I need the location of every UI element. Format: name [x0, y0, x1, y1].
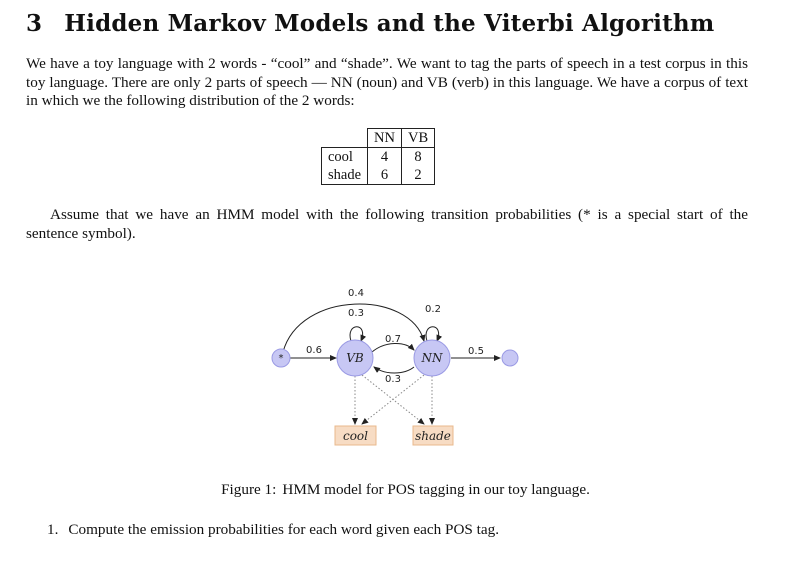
section-title: Hidden Markov Models and the Viterbi Alg… — [64, 10, 715, 37]
table-row-label: shade — [320, 166, 368, 185]
emission-nn-cool — [361, 374, 425, 425]
table-cell: 8 — [401, 147, 436, 166]
transition-paragraph: Assume that we have an HMM model with th… — [26, 206, 748, 242]
start-node-label: * — [279, 353, 284, 364]
edge-vb-self-loop — [349, 326, 367, 342]
prob-vb-self: 0.3 — [348, 308, 364, 319]
prob-start-to-vb: 0.6 — [306, 345, 322, 356]
table-row: shade 6 2 — [320, 166, 436, 185]
word-cool-label: cool — [343, 429, 368, 443]
figure-caption-text: HMM model for POS tagging in our toy lan… — [282, 481, 590, 498]
figure-caption-label: Figure 1: — [221, 481, 277, 498]
prob-nn-to-vb: 0.3 — [385, 374, 401, 385]
edge-nn-self-loop — [425, 326, 443, 342]
table-header-row: NN VB — [322, 128, 436, 148]
prob-nn-self: 0.2 — [425, 304, 441, 315]
edge-vb-to-nn — [371, 343, 415, 353]
table-cell: 4 — [367, 147, 402, 166]
nn-node — [413, 339, 451, 377]
question-index: 1. — [47, 521, 59, 538]
intro-paragraph: We have a toy language with 2 words - “c… — [26, 55, 748, 109]
edge-nn-to-vb — [373, 366, 415, 374]
table-row: cool 4 8 — [320, 147, 436, 166]
table-cell: 6 — [367, 166, 402, 185]
table-cell: 2 — [401, 166, 436, 185]
prob-start-to-nn: 0.4 — [348, 288, 364, 299]
table-header-cell: NN — [367, 128, 402, 148]
section-number: 3 — [26, 10, 43, 37]
word-shade-label: shade — [415, 429, 451, 443]
vb-node-label: VB — [346, 351, 364, 365]
question-text: Compute the emission probabilities for e… — [68, 521, 500, 538]
prob-vb-to-nn: 0.7 — [385, 334, 401, 345]
section-heading: 3 Hidden Markov Models and the Viterbi Al… — [26, 10, 714, 37]
distribution-table: NN VB cool 4 8 shade 6 2 — [320, 128, 436, 185]
table-row-label: cool — [320, 147, 368, 166]
figure-caption: Figure 1: HMM model for POS tagging in ou… — [0, 481, 811, 499]
start-node — [271, 348, 291, 368]
question-item: 1. Compute the emission probabilities for… — [47, 521, 499, 539]
table-header-cell: VB — [401, 128, 436, 148]
edge-start-to-nn — [282, 303, 426, 353]
vb-node — [336, 339, 374, 377]
end-node — [501, 349, 519, 367]
prob-nn-to-end: 0.5 — [468, 346, 484, 357]
word-box-shade — [412, 425, 454, 446]
nn-node-label: NN — [421, 351, 444, 365]
word-box-cool — [334, 425, 377, 446]
